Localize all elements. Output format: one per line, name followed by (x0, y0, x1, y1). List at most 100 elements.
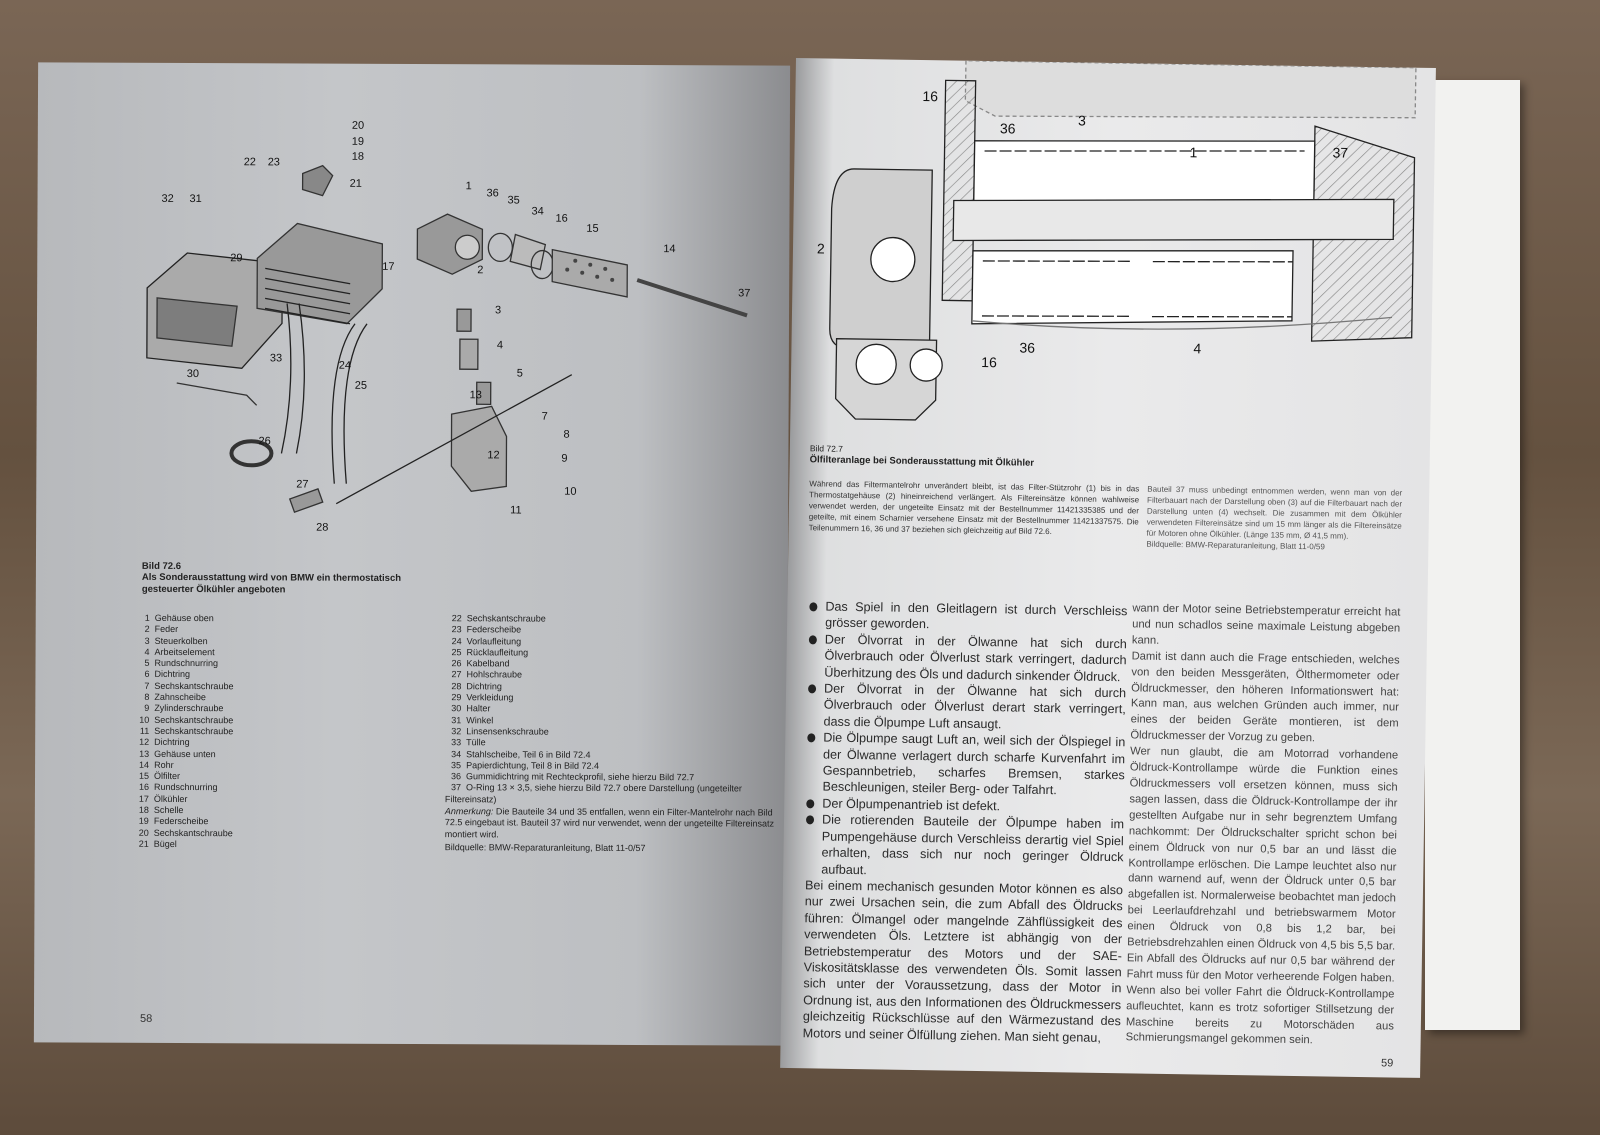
callout-number: 3 (495, 304, 502, 317)
page-number: 59 (1380, 1057, 1394, 1070)
part-name: Zylinderschraube (154, 703, 224, 714)
part-name: Zahnscheibe (154, 691, 206, 703)
part-number: 14 (139, 759, 150, 770)
callout-number: 12 (487, 449, 500, 462)
part-number: 33 (451, 737, 462, 748)
part-number: 12 (139, 737, 150, 748)
callout-number: 19 (351, 135, 365, 148)
part-number: 23 (451, 624, 462, 635)
part-number: 18 (138, 804, 149, 815)
figure-title: Als Sonderausstattung wird von BMW ein t… (141, 572, 402, 596)
callout-number: 17 (382, 260, 395, 273)
caption-source: Bildquelle: BMW-Reparaturanleitung, Blat… (1146, 539, 1325, 552)
callout-number: 3 (1077, 112, 1086, 129)
caption-text-right-body: Bauteil 37 muss unbedingt entnommen werd… (1146, 484, 1403, 541)
part-number: 15 (138, 770, 150, 782)
part-number: 7 (144, 680, 150, 691)
paragraph: wann der Motor seine Betriebstemperatur … (1131, 602, 1401, 647)
figure-caption: Bild 72.7 Ölfilteranlage bei Sonderausst… (810, 443, 1230, 472)
callout-number: 36 (999, 120, 1016, 137)
callout-number: 2 (477, 264, 484, 277)
part-name: Schelle (153, 804, 184, 816)
bullet-item: Das Spiel in den Gleitlagern ist durch V… (809, 598, 1127, 636)
part-name: Steuerkolben (154, 635, 208, 646)
callout-number: 7 (541, 410, 548, 423)
bullet-item: Die rotierenden Bauteile der Ölpumpe hab… (805, 812, 1124, 883)
paragraph: Bei einem mechanisch gesunden Motor könn… (802, 878, 1124, 1045)
part-number: 28 (451, 680, 462, 691)
part-number: 6 (144, 669, 150, 680)
part-number: 5 (144, 658, 150, 669)
callout-number: 1 (1189, 144, 1198, 161)
callout-number: 16 (922, 87, 939, 105)
part-number: 25 (451, 647, 462, 658)
bullet-item: Der Ölvorrat in der Ölwanne hat sich dur… (807, 680, 1126, 734)
part-name: Linsensenkschraube (466, 726, 549, 737)
callout-number: 14 (663, 243, 676, 256)
callout-number: 27 (296, 478, 309, 491)
caption-text-left: Während das Filtermantelrohr unverändert… (808, 479, 1140, 537)
callout-number: 21 (349, 177, 362, 190)
callout-number: 37 (738, 287, 751, 300)
part-name: Vorlaufleitung (466, 635, 522, 647)
part-name: Hohlschraube (466, 669, 523, 680)
part-name: Tülle (466, 737, 486, 748)
part-name: Dichtring (466, 681, 502, 692)
callout-number: 11 (510, 504, 522, 517)
part-name: Federscheibe (153, 816, 209, 827)
callout-number: 25 (354, 379, 368, 392)
part-name: Gehäuse unten (154, 748, 216, 759)
part-number: 32 (451, 726, 462, 737)
part-name: Rücklaufleitung (466, 647, 529, 658)
callout-number: 36 (486, 187, 499, 200)
part-number: 13 (139, 748, 150, 759)
callout-number: 20 (351, 119, 365, 132)
part-name: Dichtring (154, 669, 191, 680)
part-number: 36 (450, 771, 462, 782)
part-number: 26 (451, 658, 462, 669)
part-name: Sechskantschraube (154, 725, 234, 737)
callout-number: 16 (981, 353, 997, 371)
callout-number: 16 (555, 212, 568, 225)
part-name: Gummidichtring mit Rechteckprofil, siehe… (466, 771, 695, 783)
paragraph: Wer nun glaubt, die am Motorrad vorhande… (1125, 745, 1399, 1047)
paragraph: Damit ist dann auch die Frage entschiede… (1130, 650, 1400, 745)
part-name: Federscheibe (466, 624, 522, 635)
part-name: Sechskantschraube (154, 680, 234, 692)
part-number: 31 (451, 714, 462, 725)
part-name: Halter (466, 703, 491, 714)
parts-note: Anmerkung: Die Bauteile 34 und 35 entfal… (445, 806, 785, 841)
part-name: O-Ring 13 × 3,5, siehe hierzu Bild 72.7 … (444, 782, 742, 805)
figure-caption: Bild 72.6 Als Sonderausstattung wird von… (142, 561, 442, 596)
callout-number: 5 (516, 367, 523, 380)
callout-number: 30 (186, 368, 200, 381)
part-name: Kabelband (466, 658, 510, 669)
part-number: 1 (144, 612, 150, 623)
part-number: 10 (139, 714, 150, 725)
part-number: 35 (451, 760, 462, 771)
part-number: 20 (138, 827, 149, 838)
part-number: 29 (451, 692, 462, 703)
oil-filter-section-diagram (829, 60, 1417, 421)
image-source: Bildquelle: BMW-Reparaturanleitung, Blat… (444, 842, 646, 853)
callout-number: 28 (316, 521, 329, 534)
part-name: Rundschnurring (153, 782, 218, 793)
part-number: 4 (144, 646, 150, 657)
callout-number: 35 (507, 194, 520, 207)
part-name: Arbeitselement (154, 646, 215, 658)
callout-number: 32 (161, 192, 174, 205)
part-number: 34 (451, 748, 462, 759)
callout-number: 36 (1019, 339, 1036, 356)
part-number: 21 (138, 838, 149, 849)
part-name: Ölfilter (154, 771, 181, 782)
part-name: Bügel (153, 838, 177, 849)
part-number: 37 (450, 782, 462, 793)
body-column-right: wann der Motor seine Betriebstemperatur … (1125, 601, 1401, 1072)
note-text: Die Bauteile 34 und 35 entfallen, wenn e… (444, 806, 775, 840)
part-name: Stahlscheibe, Teil 6 in Bild 72.4 (466, 748, 591, 760)
